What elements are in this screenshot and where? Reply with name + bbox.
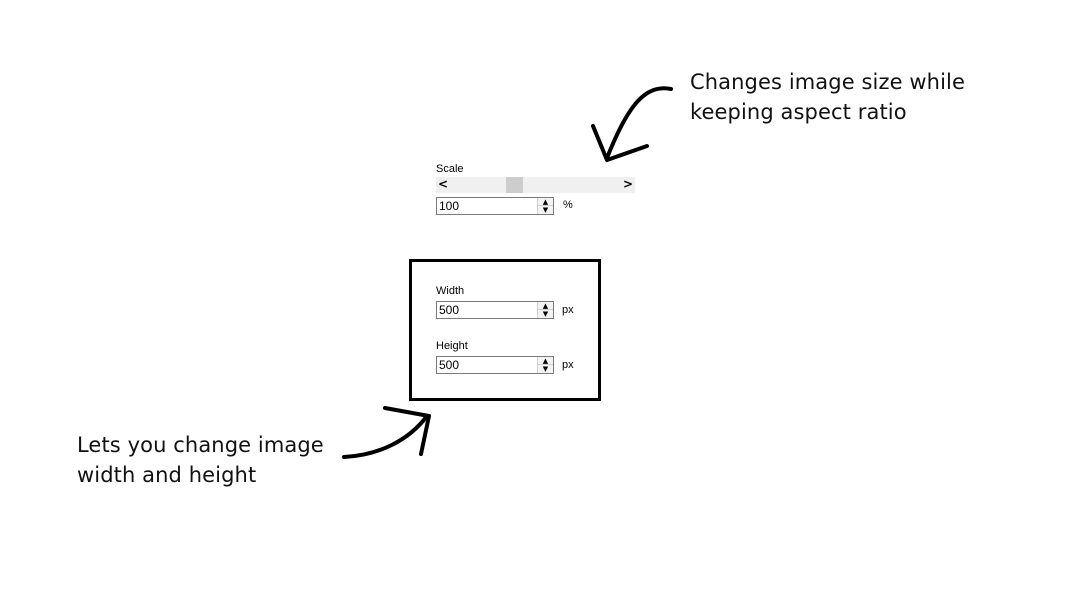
scale-slider[interactable]: < > [436,177,635,193]
width-stepper[interactable]: ▲ ▼ [436,301,554,319]
callout-scale-line-2: keeping aspect ratio [690,100,907,124]
height-stepper[interactable]: ▲ ▼ [436,356,554,374]
spin-up-icon[interactable]: ▲ [538,357,553,365]
spin-down-icon[interactable]: ▼ [542,310,549,318]
curved-arrow-down-left-icon [591,86,673,162]
scale-spinner[interactable]: ▲ ▼ [537,198,553,214]
spin-down-icon[interactable]: ▼ [542,206,549,214]
callout-scale-description: Changes image size while keeping aspect … [690,67,965,127]
width-unit-label: px [562,304,574,316]
slider-right-arrow-icon[interactable]: > [622,177,634,191]
spin-up-icon[interactable]: ▲ [538,198,553,206]
width-spinner[interactable]: ▲ ▼ [537,302,553,318]
scale-percent-input[interactable] [438,198,539,214]
width-input[interactable] [438,302,539,318]
spin-up-icon[interactable]: ▲ [538,302,553,310]
height-label: Height [436,340,468,352]
slider-left-arrow-icon[interactable]: < [437,177,449,191]
callout-scale-line-1: Changes image size while [690,70,965,94]
spin-down-icon[interactable]: ▼ [542,365,549,373]
curved-arrow-up-right-icon [342,406,431,459]
height-spinner[interactable]: ▲ ▼ [537,357,553,373]
width-label: Width [436,285,465,297]
callout-size-line-2: width and height [77,463,257,487]
height-unit-label: px [562,359,574,371]
height-input[interactable] [438,357,539,373]
scale-label: Scale [436,163,464,175]
callout-size-line-1: Lets you change image [77,433,324,457]
slider-thumb[interactable] [506,177,523,193]
scale-percent-stepper[interactable]: ▲ ▼ [436,197,554,215]
callout-size-description: Lets you change image width and height [77,430,324,490]
size-highlight-box [409,259,601,401]
scale-unit-label: % [563,199,573,211]
